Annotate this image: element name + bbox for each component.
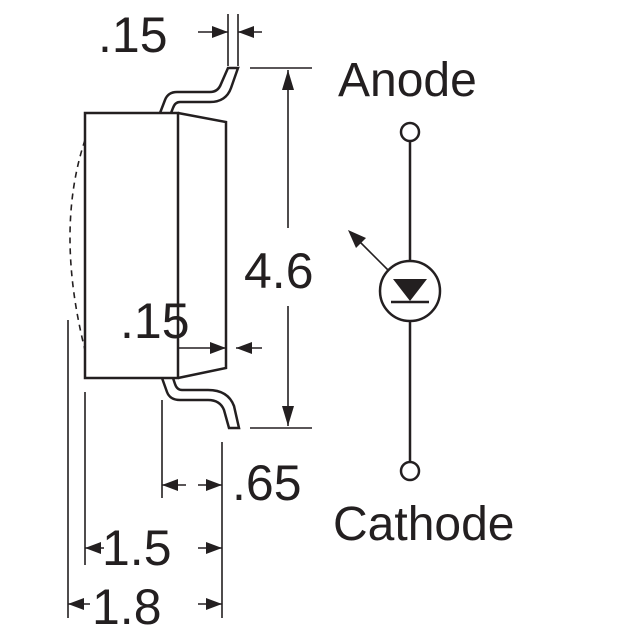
dim-lead-length: .65 xyxy=(162,455,302,511)
dim-body-width: 1.5 xyxy=(85,520,222,576)
bottom-lead xyxy=(160,377,241,430)
schematic-symbol: Anode Cathode xyxy=(333,54,514,551)
dome-outline xyxy=(69,139,86,351)
dim-height: 4.6 xyxy=(244,67,314,429)
package-body xyxy=(83,111,180,380)
anode-terminal xyxy=(399,121,421,143)
dim-text-lead-thickness-bottom: .15 xyxy=(120,293,190,349)
light-arrow xyxy=(355,237,389,271)
dim-text-body-width: 1.5 xyxy=(102,520,172,576)
dim-lead-thickness-bottom: .15 xyxy=(120,293,262,354)
package-side-view xyxy=(69,66,241,430)
cathode-label: Cathode xyxy=(333,498,514,551)
package-lens xyxy=(177,111,228,380)
dim-text-overall-width: 1.8 xyxy=(92,579,162,635)
dim-text-lead-thickness-top: .15 xyxy=(98,7,168,63)
dim-lead-thickness-top: .15 xyxy=(98,7,262,66)
diode-triangle xyxy=(393,279,427,301)
top-lead xyxy=(158,66,240,114)
extension-lines-bottom xyxy=(67,320,223,618)
dim-text-height: 4.6 xyxy=(244,243,314,299)
cathode-terminal xyxy=(399,460,421,482)
dim-text-lead-length: .65 xyxy=(232,455,302,511)
dim-overall-width: 1.8 xyxy=(68,579,222,635)
anode-label: Anode xyxy=(338,54,477,107)
